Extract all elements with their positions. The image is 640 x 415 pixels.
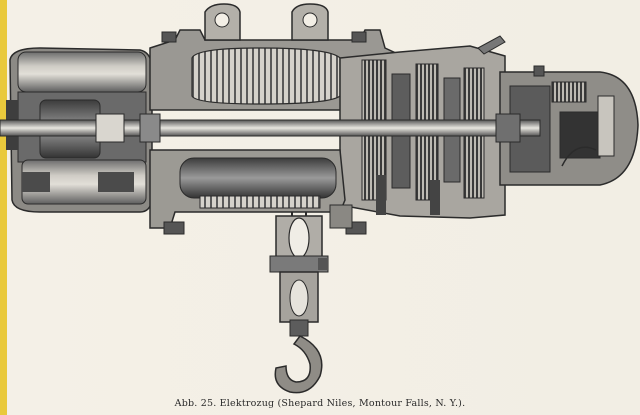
hoist-cross-section-illustration [0,3,639,394]
rope-drum [149,149,367,235]
main-shaft [0,113,541,143]
hook-block [269,212,329,394]
upper-casing [149,3,401,111]
figure-caption: Abb. 25. Elektrozug (Shepard Niles, Mont… [174,398,466,409]
brake-housing [499,65,639,186]
